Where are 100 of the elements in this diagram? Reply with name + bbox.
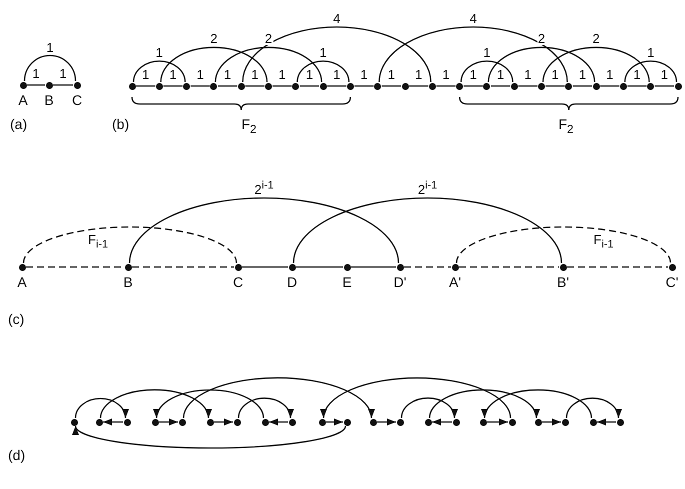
edge-label: 2 [536, 32, 546, 46]
arc-line [214, 46, 322, 82]
point-dot [647, 82, 654, 90]
connector-line [242, 266, 288, 268]
arrow [154, 389, 264, 418]
arc-line [242, 26, 432, 82]
arc-line [22, 226, 238, 264]
point-dot [590, 418, 596, 426]
edge-label: 1 [58, 67, 68, 80]
arrow [238, 398, 294, 418]
edge-label: 2$^{i-1}$ [416, 180, 438, 196]
edge-label: 1 [318, 46, 328, 60]
arrow [326, 418, 343, 426]
connector-line [567, 266, 668, 268]
connector-line [464, 85, 483, 87]
edge-label: 1 [578, 68, 588, 81]
point-dot [206, 418, 214, 426]
point-label: A [17, 274, 27, 290]
point-dot [265, 82, 272, 90]
edge-label: 1 [482, 46, 492, 60]
panel-label: (c) [8, 312, 24, 327]
connector-line [351, 266, 396, 268]
arc-line [378, 26, 568, 82]
arrow [377, 418, 396, 426]
edge-label: 1 [605, 68, 614, 81]
arc-line [456, 226, 672, 264]
point-dot [320, 82, 327, 90]
point-dot [620, 82, 627, 90]
bracket-label: F$_{2}$ [241, 117, 257, 137]
edge-label: 2 [591, 32, 601, 46]
edge-label: 2$^{i-1}$ [253, 180, 275, 196]
connector-line [600, 85, 620, 87]
edge-label: 1 [496, 68, 506, 81]
panel-label: (a) [10, 117, 28, 132]
connector-line [627, 85, 647, 87]
arrow [321, 377, 512, 418]
point-dot [152, 418, 158, 426]
point-dot [592, 82, 600, 90]
point-dot [262, 418, 268, 426]
point-dot [70, 418, 78, 426]
edge-label: 1 [441, 68, 451, 81]
arrow [269, 418, 288, 426]
edge-label: 1 [154, 46, 164, 60]
point-label: C' [666, 274, 678, 290]
arc-line [460, 60, 514, 82]
edge-label: 1 [31, 67, 41, 80]
point-dot [428, 82, 436, 90]
point-dot [374, 82, 382, 90]
connector-line [382, 85, 401, 87]
point-dot [534, 418, 542, 426]
point-label: A [18, 92, 28, 108]
arc-line [624, 60, 678, 82]
arrow [566, 398, 622, 418]
point-dot [318, 418, 326, 426]
point-dot [96, 418, 102, 426]
point-label: B [44, 92, 54, 108]
edge-label: 1 [468, 68, 478, 81]
connector-line [27, 84, 45, 86]
arrow [542, 418, 561, 426]
point-label: C [72, 92, 82, 108]
connector-line [404, 266, 451, 268]
arrow [214, 418, 233, 426]
point-dot [346, 82, 354, 90]
point-dot [370, 418, 376, 426]
edge-label: 1 [141, 68, 150, 81]
connector-line [245, 85, 264, 87]
connector-line [654, 85, 674, 87]
point-dot [128, 82, 136, 90]
edge-label: 1 [632, 68, 642, 81]
arrow [159, 418, 178, 426]
edge-label: 1 [414, 68, 424, 81]
arrow [100, 389, 211, 418]
connector-line [53, 84, 73, 86]
arrow [182, 377, 374, 418]
point-label: B [123, 274, 133, 290]
bracket-label: F$_{2}$ [558, 117, 574, 137]
connector-line [546, 85, 565, 87]
arrow [74, 398, 128, 418]
edge-label: 1 [278, 68, 287, 81]
panel-label: (b) [112, 117, 130, 132]
connector-line [409, 85, 428, 87]
edge-label: 1 [222, 68, 232, 81]
edge-label: 1 [386, 68, 396, 81]
edge-label: 1 [168, 68, 178, 81]
point-dot [424, 418, 432, 426]
point-dot [344, 418, 350, 426]
connector-line [518, 85, 538, 87]
arc-line [128, 197, 400, 264]
arc-line [542, 46, 650, 82]
arrow [400, 397, 458, 418]
connector-line [272, 85, 292, 87]
edge-label: 1 [523, 68, 532, 81]
point-label: A' [448, 274, 461, 290]
edge-label: 1 [196, 68, 205, 81]
arrow [432, 418, 452, 426]
edge-label: 2 [264, 32, 274, 46]
arrow [103, 418, 123, 426]
connector-line [327, 85, 346, 87]
point-dot [292, 82, 300, 90]
point-dot [156, 82, 163, 90]
